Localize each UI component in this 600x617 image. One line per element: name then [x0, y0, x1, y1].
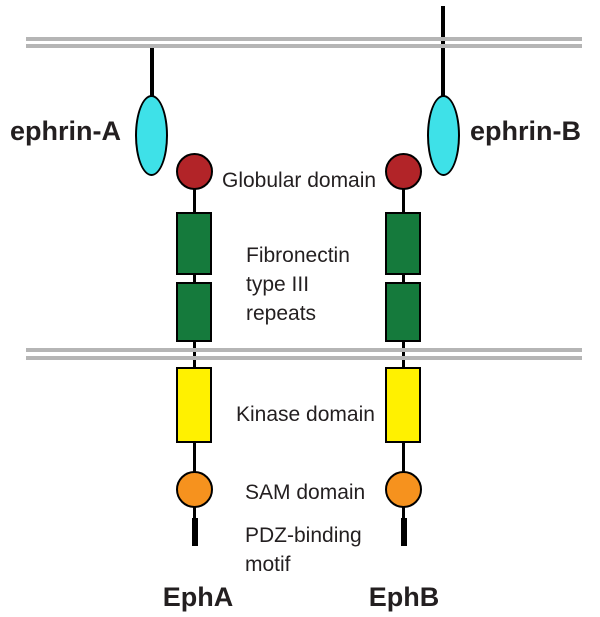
ephrin-b-stalk	[441, 6, 445, 99]
ephb-fibronectin-repeat-1	[385, 212, 421, 275]
ephb-label: EphB	[368, 582, 440, 612]
membrane-top-bar-1	[26, 37, 582, 41]
membrane-bottom-bar-1	[26, 348, 582, 352]
epha-label: EphA	[162, 582, 234, 612]
ephb-sam-domain	[385, 471, 422, 508]
membrane-bottom-bar-2	[26, 356, 582, 360]
ephrin-b-label: ephrin-B	[470, 116, 581, 146]
pdz-label-line-2: motif	[245, 553, 291, 576]
epha-globular-domain	[176, 153, 213, 190]
pdz-binding-motif-label: PDZ-binding motif	[245, 521, 362, 579]
ephb-pdz-binding-motif	[401, 518, 407, 546]
membrane-top-bar-2	[26, 44, 582, 48]
epha-fibronectin-repeat-2	[176, 282, 212, 342]
fibronectin-label-line-1: Fibronectin	[246, 244, 350, 267]
sam-domain-label: SAM domain	[245, 481, 366, 504]
ephb-tail-connector	[402, 505, 405, 521]
ephrin-a-label: ephrin-A	[10, 116, 121, 146]
ephb-globular-domain	[385, 153, 422, 190]
epha-pdz-binding-motif	[192, 518, 198, 546]
fibronectin-label-line-3: repeats	[246, 302, 317, 325]
ephb-kinase-domain	[385, 367, 421, 443]
pdz-label-line-1: PDZ-binding	[245, 524, 362, 547]
globular-domain-label: Globular domain	[222, 169, 377, 192]
epha-kinase-domain	[176, 367, 212, 443]
ephb-fibronectin-repeat-2	[385, 282, 421, 342]
ephrin-a-ellipse	[135, 95, 168, 176]
ephrin-a-stalk	[150, 46, 154, 99]
fibronectin-label-line-2: type III	[246, 273, 310, 296]
epha-sam-domain	[176, 471, 213, 508]
ephrin-b-ellipse	[427, 95, 460, 176]
epha-fibronectin-repeat-1	[176, 212, 212, 275]
epha-tail-connector	[193, 505, 196, 521]
fibronectin-label: Fibronectin type III repeats	[246, 241, 350, 328]
kinase-domain-label: Kinase domain	[236, 403, 375, 426]
